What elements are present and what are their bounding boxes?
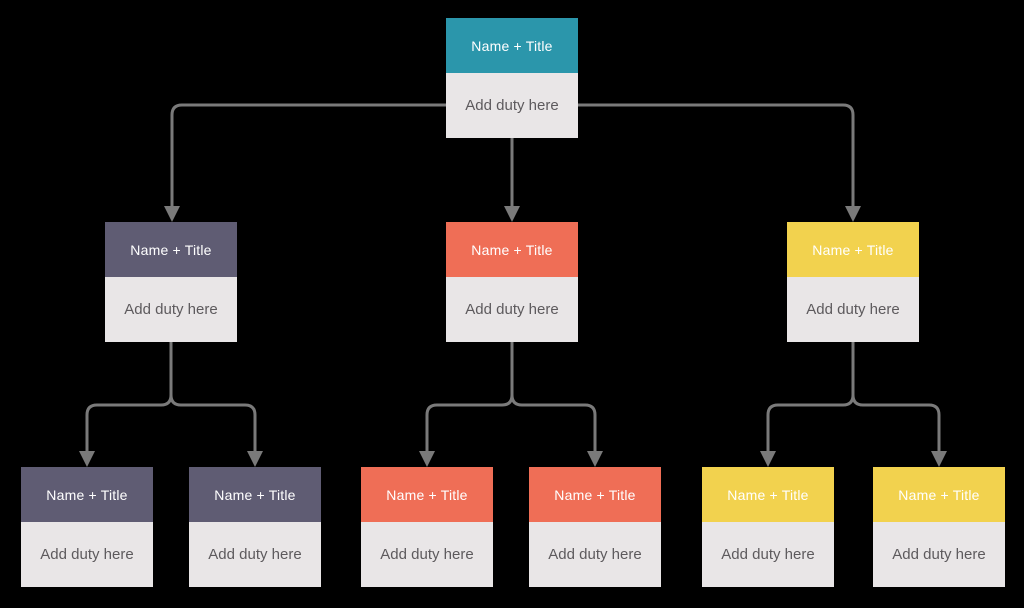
node-title: Name + Title [105,222,237,277]
node-title: Name + Title [873,467,1005,522]
connector-branch-3-to-leaf-3-1 [766,342,855,452]
node-duty: Add duty here [361,522,493,587]
org-node-leaf-3-1[interactable]: Name + Title Add duty here [702,467,834,587]
org-node-branch-2[interactable]: Name + Title Add duty here [446,222,578,342]
node-title: Name + Title [702,467,834,522]
org-node-leaf-2-1[interactable]: Name + Title Add duty here [361,467,493,587]
node-duty: Add duty here [446,73,578,138]
org-node-leaf-2-2[interactable]: Name + Title Add duty here [529,467,661,587]
node-title: Name + Title [189,467,321,522]
connector-branch-2-to-leaf-2-2 [510,342,597,452]
connector-branch-1-to-leaf-1-1 [85,342,173,452]
arrowhead-leaf-1-1 [79,451,95,467]
org-node-leaf-1-1[interactable]: Name + Title Add duty here [21,467,153,587]
arrowhead-branch-2 [504,206,520,222]
arrowhead-leaf-3-1 [760,451,776,467]
connector-branch-3-to-leaf-3-2 [851,342,941,452]
node-duty: Add duty here [787,277,919,342]
node-title: Name + Title [361,467,493,522]
node-title: Name + Title [446,222,578,277]
org-node-branch-3[interactable]: Name + Title Add duty here [787,222,919,342]
node-title: Name + Title [21,467,153,522]
node-title: Name + Title [529,467,661,522]
org-node-leaf-1-2[interactable]: Name + Title Add duty here [189,467,321,587]
node-duty: Add duty here [529,522,661,587]
arrowhead-branch-3 [845,206,861,222]
node-title: Name + Title [787,222,919,277]
arrowhead-leaf-3-2 [931,451,947,467]
arrowhead-leaf-2-2 [587,451,603,467]
node-duty: Add duty here [873,522,1005,587]
org-node-branch-1[interactable]: Name + Title Add duty here [105,222,237,342]
connector-root-to-branch-1 [170,103,446,208]
connector-root-to-branch-3 [578,103,855,208]
connector-branch-1-to-leaf-1-2 [169,342,257,452]
arrowhead-leaf-2-1 [419,451,435,467]
arrowhead-branch-1 [164,206,180,222]
node-duty: Add duty here [189,522,321,587]
org-node-root[interactable]: Name + Title Add duty here [446,18,578,138]
arrowhead-leaf-1-2 [247,451,263,467]
node-duty: Add duty here [105,277,237,342]
connector-branch-2-to-leaf-2-1 [425,342,514,452]
node-duty: Add duty here [21,522,153,587]
node-duty: Add duty here [446,277,578,342]
node-duty: Add duty here [702,522,834,587]
org-node-leaf-3-2[interactable]: Name + Title Add duty here [873,467,1005,587]
node-title: Name + Title [446,18,578,73]
